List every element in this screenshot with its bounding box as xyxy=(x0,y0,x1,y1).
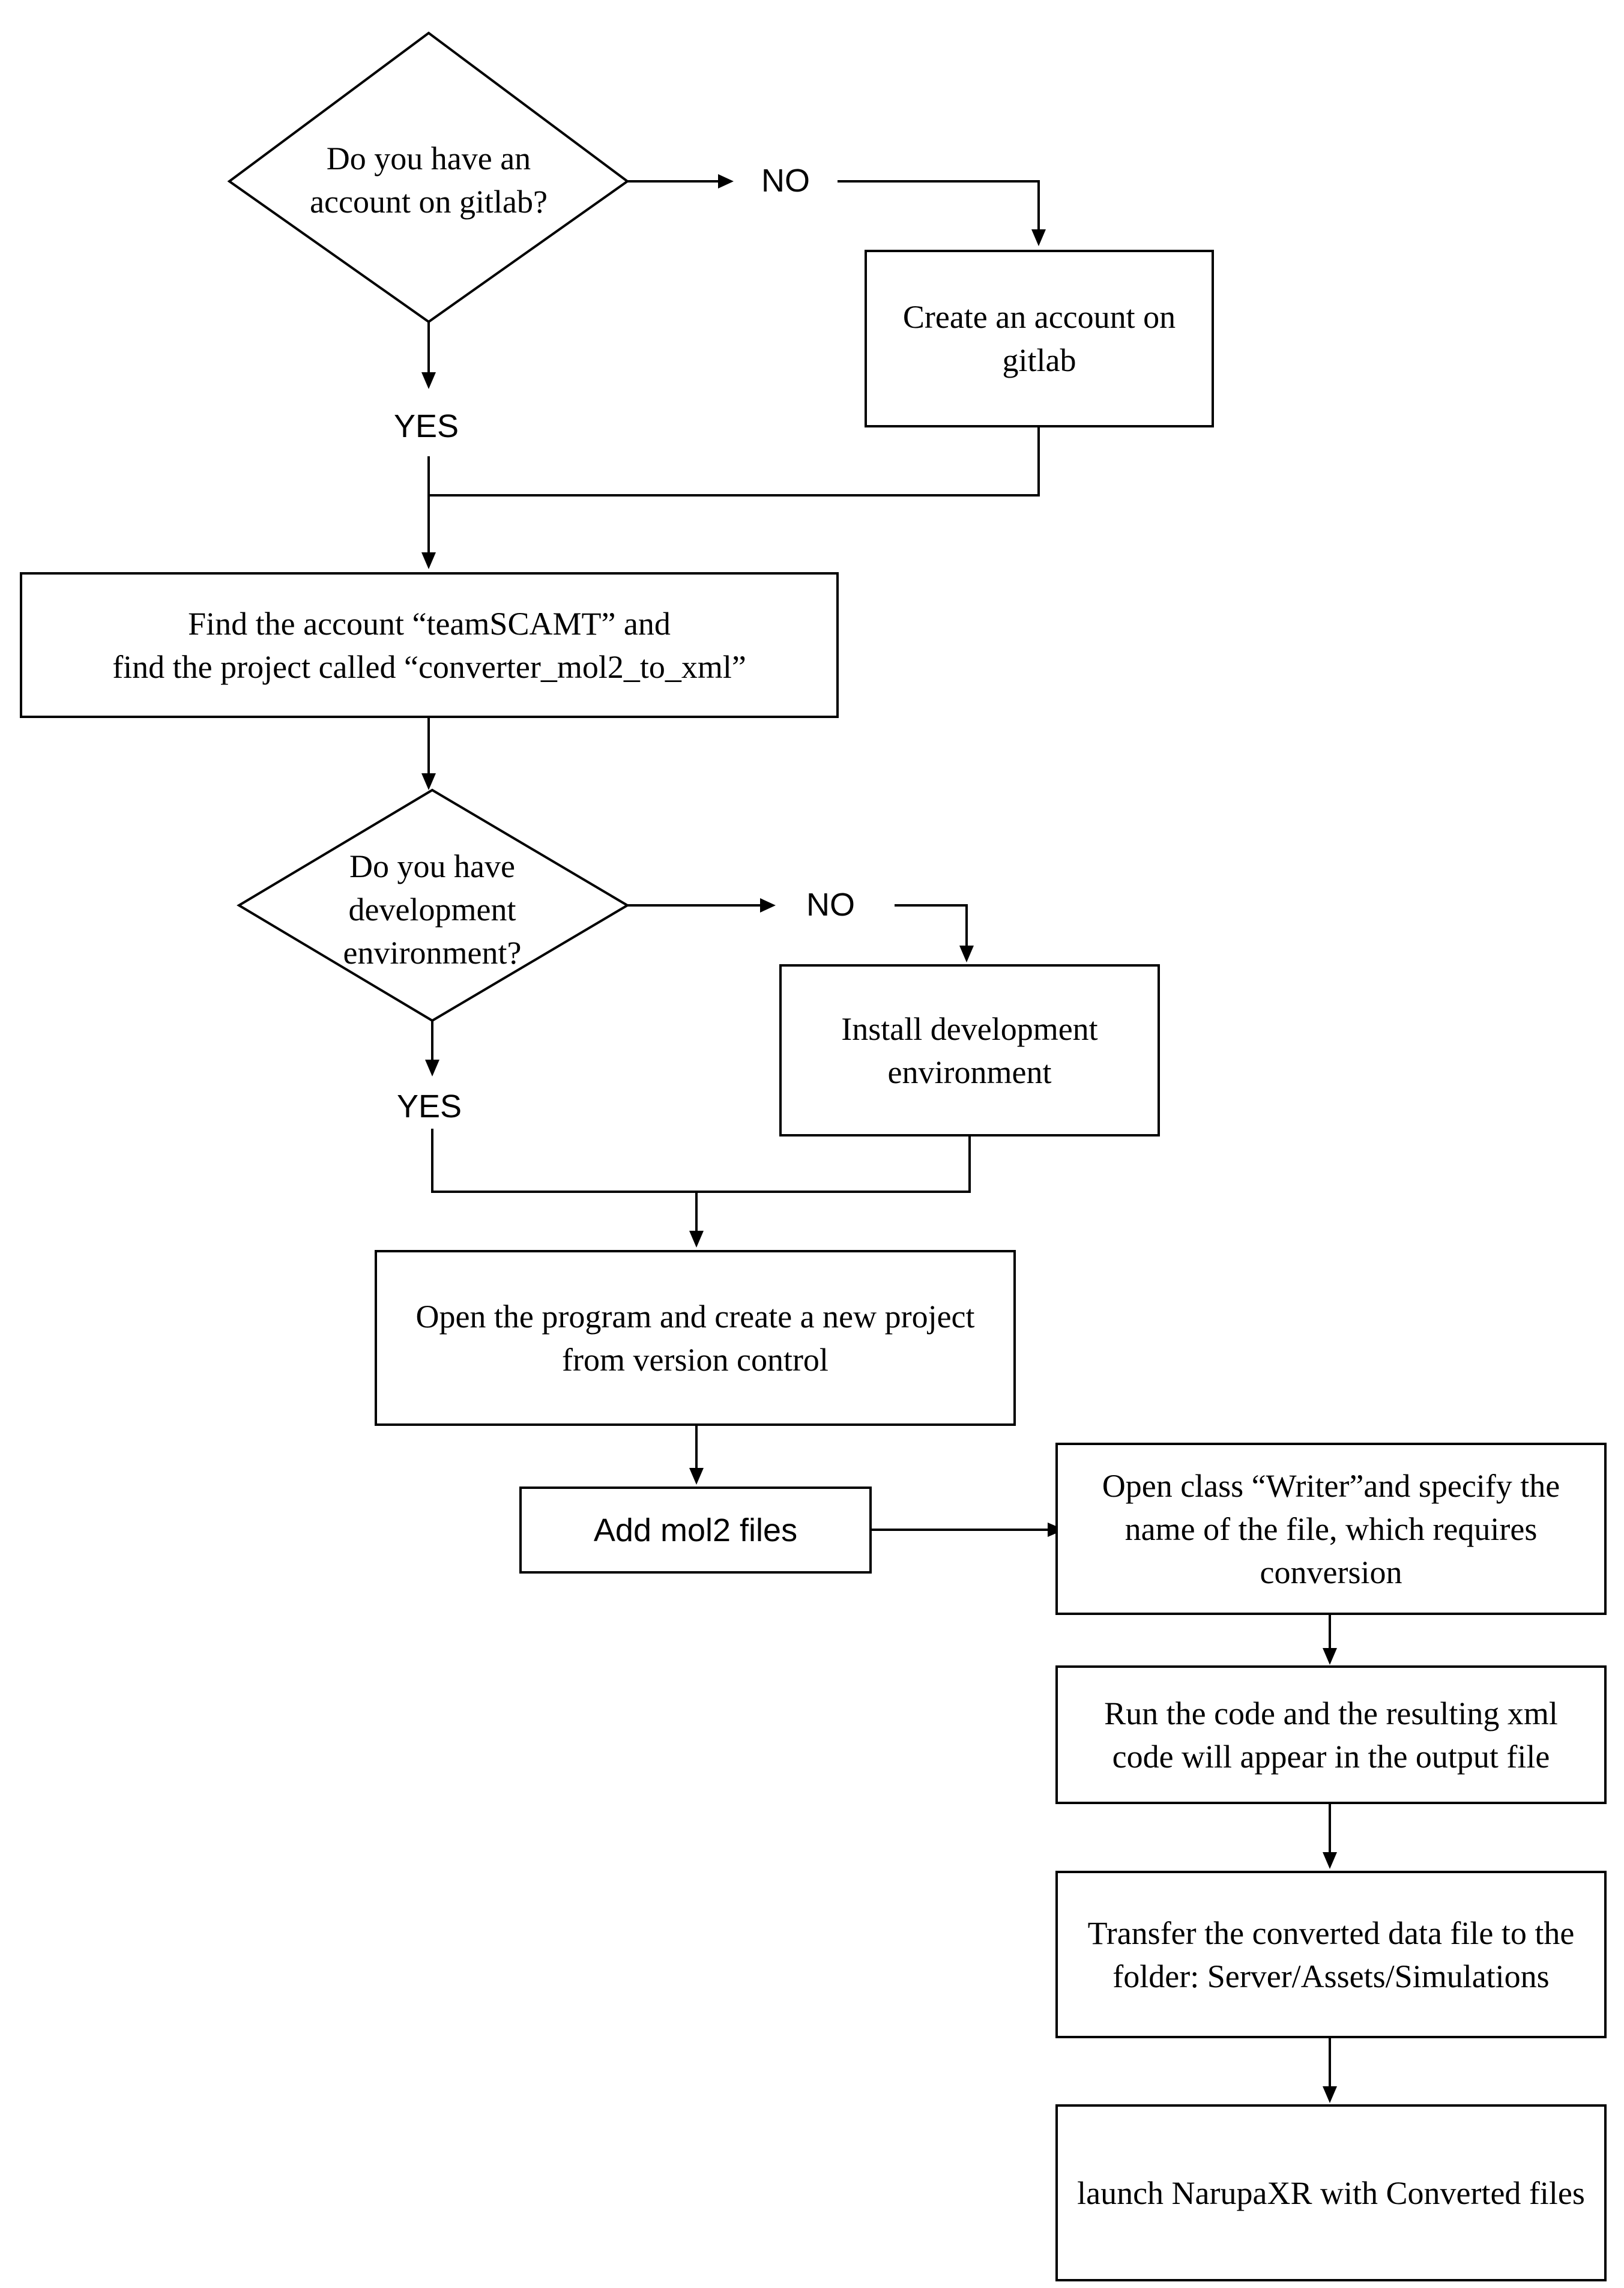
arrowhead xyxy=(760,898,776,913)
arrowhead xyxy=(689,1231,704,1248)
step-open-writer-line: name of the file, which requires xyxy=(1124,1511,1538,1547)
step-install-environment-line: environment xyxy=(887,1054,1052,1090)
decision-account-line: Do you have an xyxy=(326,140,531,177)
step-open-program-line: Open the program and create a new projec… xyxy=(415,1298,975,1335)
step-transfer-file-line: folder: Server/Assets/Simulations xyxy=(1112,1958,1550,1994)
step-install-environment-line: Install development xyxy=(841,1010,1098,1047)
step-open-program: Open the program and create a new projec… xyxy=(375,1250,1016,1426)
arrowhead xyxy=(1323,1852,1337,1869)
arrowhead xyxy=(421,552,436,569)
decision-account-question: Do you have an account on gitlab? xyxy=(279,120,579,240)
step-install-environment: Install development environment xyxy=(779,964,1160,1136)
step-launch-narupaxr-label: launch NarupaXR with Converted files xyxy=(1077,2175,1585,2211)
step-create-account: Create an account on gitlab xyxy=(865,250,1214,427)
step-create-account-line: Create an account on xyxy=(902,299,1176,335)
decision-devenv-line: development xyxy=(348,892,516,928)
decision-account-line: account on gitlab? xyxy=(310,184,548,220)
step-find-project: Find the account “teamSCAMT” and find th… xyxy=(20,572,839,718)
arrowhead xyxy=(1031,229,1046,246)
step-open-writer: Open class “Writer”and specify the name … xyxy=(1055,1443,1607,1615)
step-run-code-line: Run the code and the resulting xml xyxy=(1104,1695,1558,1731)
decision-devenv-line: Do you have xyxy=(349,848,515,884)
arrowhead xyxy=(425,1060,439,1076)
decision-account-no-label: NO xyxy=(761,163,810,199)
arrowhead xyxy=(718,174,734,189)
arrowhead xyxy=(421,372,436,389)
decision-devenv-no-label: NO xyxy=(806,887,855,923)
connector-no-install xyxy=(895,904,968,946)
step-open-writer-line: Open class “Writer”and specify the xyxy=(1102,1467,1560,1504)
arrowhead xyxy=(421,773,436,790)
decision-account-yes-label: YES xyxy=(394,408,459,444)
step-transfer-file-line: Transfer the converted data file to the xyxy=(1087,1915,1575,1951)
connector-yes-join2 xyxy=(431,1129,971,1193)
step-add-mol2-files-label: Add mol2 files xyxy=(593,1512,798,1548)
step-launch-narupaxr: launch NarupaXR with Converted files xyxy=(1055,2104,1607,2281)
arrowhead xyxy=(689,1468,704,1485)
decision-devenv-line: environment? xyxy=(343,935,522,971)
step-run-code-line: code will appear in the output file xyxy=(1112,1738,1550,1775)
step-find-project-line: find the project called “converter_mol2_… xyxy=(112,648,746,685)
decision-devenv-question: Do you have development environment? xyxy=(300,838,564,982)
step-run-code: Run the code and the resulting xml code … xyxy=(1055,1665,1607,1804)
step-transfer-file: Transfer the converted data file to the … xyxy=(1055,1871,1607,2038)
step-find-project-line: Find the account “teamSCAMT” and xyxy=(188,605,671,642)
step-add-mol2-files: Add mol2 files xyxy=(519,1487,872,1574)
arrowhead xyxy=(1323,1648,1337,1665)
decision-devenv-yes-label: YES xyxy=(397,1088,462,1124)
step-open-writer-line: conversion xyxy=(1260,1554,1402,1590)
step-create-account-line: gitlab xyxy=(1002,342,1076,378)
connector-no-create xyxy=(838,180,1040,229)
arrowhead xyxy=(959,946,974,962)
connector-create-join xyxy=(429,427,1040,497)
step-open-program-line: from version control xyxy=(562,1341,829,1378)
arrowhead xyxy=(1323,2086,1337,2103)
